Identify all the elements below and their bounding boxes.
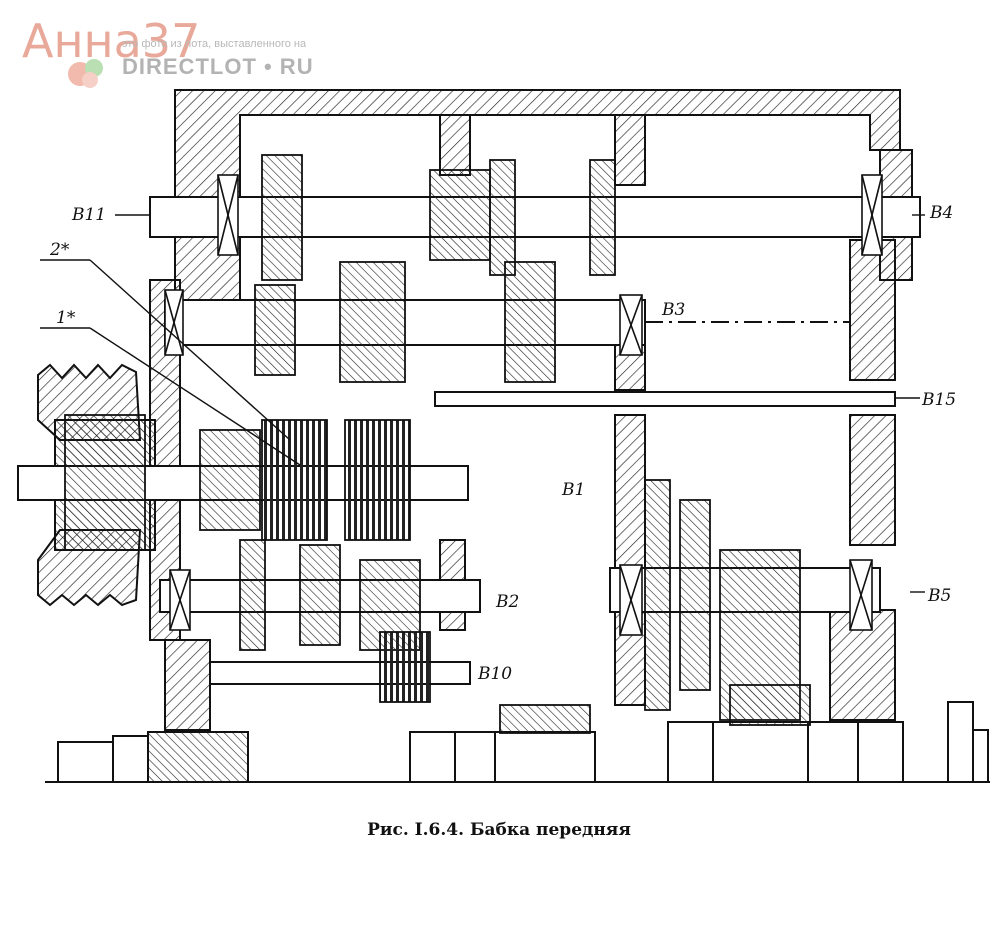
label-mark-2: 2*: [50, 240, 70, 260]
label-b3: В3: [662, 300, 686, 320]
label-mark-1: 1*: [56, 308, 76, 328]
bearings: [164, 174, 883, 636]
watermark-site: DIRECTLOT • RU: [122, 54, 314, 79]
shaft-b15: [434, 391, 896, 407]
base: [45, 701, 990, 783]
shaft-b10: [209, 661, 471, 685]
label-b5: В5: [928, 586, 952, 606]
gears: [64, 154, 811, 734]
watermark-name: Анна37: [22, 14, 201, 68]
leader-lines: [40, 214, 925, 593]
figure-caption: Рис. I.6.4. Бабка передняя: [367, 820, 631, 840]
label-b1: В1: [562, 480, 586, 500]
label-b11: В11: [72, 205, 107, 225]
label-b10: В10: [478, 664, 513, 684]
label-b15: В15: [922, 390, 957, 410]
fox-logo-icon: [68, 59, 103, 88]
label-b4: В4: [930, 203, 954, 223]
watermark-tagline: это фото из лота, выставленного на: [122, 38, 307, 50]
label-b2: В2: [496, 592, 520, 612]
